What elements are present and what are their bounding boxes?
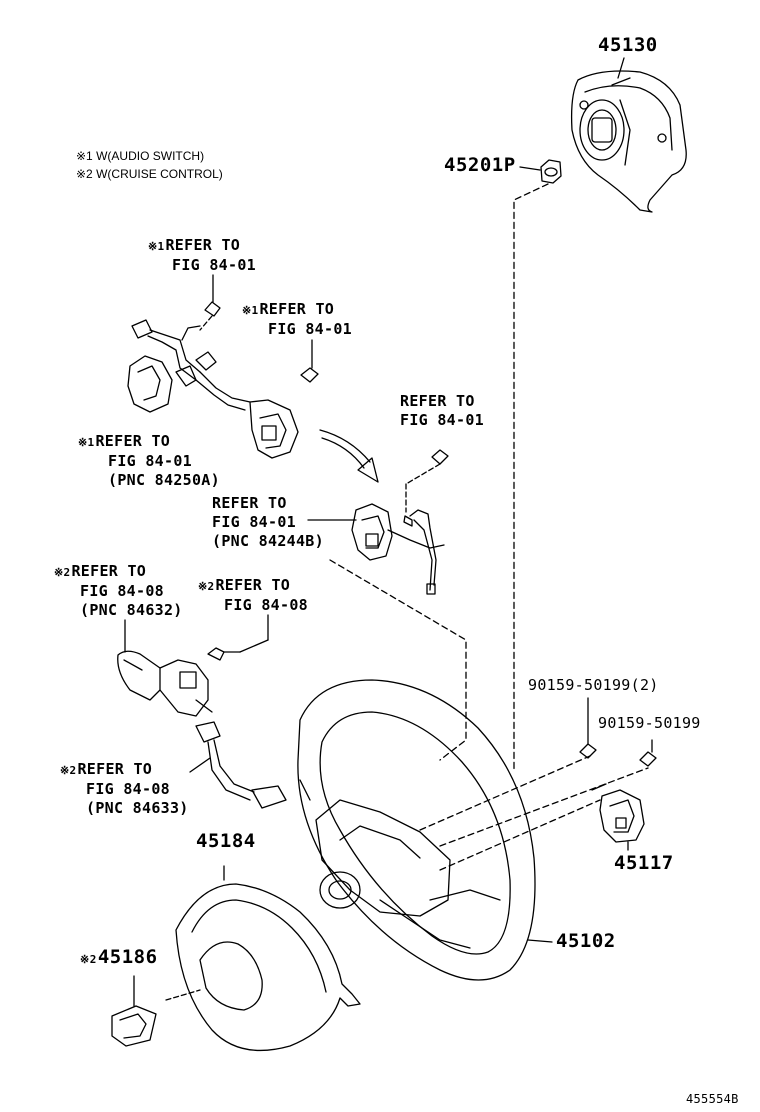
refer-callout-6[interactable]: ※2REFER TO FIG 84-08 (PNC 84632) [54, 562, 183, 620]
part-label-45130[interactable]: 45130 [598, 34, 658, 56]
part-label-45201p[interactable]: 45201P [444, 154, 516, 176]
part-label-45186[interactable]: ※245186 [80, 948, 158, 969]
callout-2-line2: FIG 84-01 [268, 320, 352, 338]
callout-4-line2: FIG 84-01 [400, 411, 484, 429]
callout-5-line3: (PNC 84244B) [212, 532, 324, 550]
refer-callout-2[interactable]: ※1REFER TO FIG 84-01 [242, 300, 352, 339]
callout-8-line3: (PNC 84633) [86, 799, 189, 817]
callout-7-line1: REFER TO [215, 576, 291, 594]
callout-6-line3: (PNC 84632) [80, 601, 183, 619]
callout-4-line1: REFER TO [400, 392, 475, 410]
refer-callout-4[interactable]: REFER TO FIG 84-01 [400, 392, 484, 430]
callout-8-line1: REFER TO [77, 760, 153, 778]
callout-8-line2: FIG 84-08 [86, 780, 170, 798]
refer-callout-5[interactable]: REFER TO FIG 84-01 (PNC 84244B) [212, 494, 324, 551]
refer-callout-7[interactable]: ※2REFER TO FIG 84-08 [198, 576, 308, 615]
callout-6-mark: ※2 [54, 566, 71, 579]
callout-2-line1: REFER TO [259, 300, 335, 318]
callout-3-mark: ※1 [78, 436, 95, 449]
note-2-mark: ※2 [76, 167, 93, 181]
steering-wheel-drawing [297, 679, 649, 981]
note-audio-switch: ※1 W(AUDIO SWITCH) [76, 148, 204, 165]
audio-switch-harness-drawing [127, 274, 319, 459]
callout-2-mark: ※1 [242, 304, 259, 317]
callout-8-mark: ※2 [60, 764, 77, 777]
part-label-90159-50199[interactable]: 90159-50199 [598, 714, 701, 732]
steering-pad-switch-drawing [307, 449, 467, 761]
nut-45201p [513, 159, 562, 771]
callout-6-line1: REFER TO [71, 562, 147, 580]
note-1-mark: ※1 [76, 149, 93, 163]
part-label-45102[interactable]: 45102 [556, 930, 616, 952]
callout-5-line1: REFER TO [212, 494, 287, 512]
figure-id: 455554B [686, 1092, 739, 1106]
callout-6-line2: FIG 84-08 [80, 582, 164, 600]
part-45186-number: 45186 [97, 946, 158, 968]
direction-arrow [319, 429, 379, 483]
callout-3-line1: REFER TO [95, 432, 171, 450]
part-label-90159-50199-2[interactable]: 90159-50199(2) [528, 676, 659, 694]
note-2-text: W(CRUISE CONTROL) [96, 167, 223, 181]
callout-5-line2: FIG 84-01 [212, 513, 296, 531]
callout-3-line3: (PNC 84250A) [108, 471, 220, 489]
airbag-assembly-drawing [570, 57, 687, 213]
refer-callout-1[interactable]: ※1REFER TO FIG 84-01 [148, 236, 256, 275]
callout-7-line2: FIG 84-08 [224, 596, 308, 614]
callout-3-line2: FIG 84-01 [108, 452, 192, 470]
refer-callout-3[interactable]: ※1REFER TO FIG 84-01 (PNC 84250A) [78, 432, 220, 490]
note-cruise-control: ※2 W(CRUISE CONTROL) [76, 166, 223, 183]
part-label-45184[interactable]: 45184 [196, 830, 256, 852]
cruise-harness-drawing [189, 721, 287, 809]
part-label-45117[interactable]: 45117 [614, 852, 674, 874]
refer-callout-8[interactable]: ※2REFER TO FIG 84-08 (PNC 84633) [60, 760, 189, 818]
switch-45117-drawing [591, 783, 645, 851]
part-45186-drawing [111, 975, 157, 1047]
part-45186-mark: ※2 [80, 953, 97, 966]
callout-1-mark: ※1 [148, 240, 165, 253]
column-cover-drawing [165, 865, 361, 1052]
cruise-control-switch-drawing [117, 614, 269, 717]
note-1-text: W(AUDIO SWITCH) [96, 149, 205, 163]
screw-drawings [579, 697, 657, 767]
callout-1-line1: REFER TO [165, 236, 241, 254]
callout-1-line2: FIG 84-01 [172, 256, 256, 274]
callout-7-mark: ※2 [198, 580, 215, 593]
